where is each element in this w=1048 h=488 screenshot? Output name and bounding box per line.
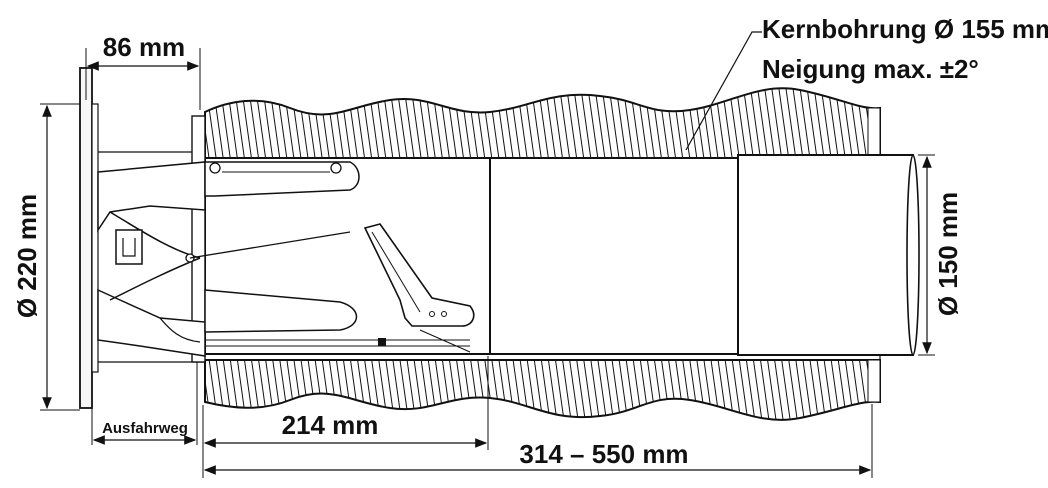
dim-insert-length (202, 356, 489, 478)
label-core-bore: Kernbohrung Ø 155 mm (762, 14, 1048, 44)
dim-tube-diameter (918, 154, 935, 356)
wall-section-bottom (204, 359, 881, 421)
leader-core-bore (685, 31, 762, 151)
fan-assembly (97, 161, 475, 357)
tube-body (204, 154, 920, 356)
wall-face-bottom-strip (867, 359, 881, 403)
label-top-offset: 86 mm (103, 32, 185, 62)
label-outer-diameter: Ø 220 mm (12, 194, 42, 318)
label-insert-length: 214 mm (282, 410, 379, 440)
wall-face-top-strip (867, 107, 881, 159)
dim-travel (91, 362, 198, 445)
dim-top-offset (85, 48, 201, 110)
label-tilt: Neigung max. ±2° (762, 54, 979, 84)
dim-outer-diameter (40, 103, 80, 411)
wall-section-top (204, 87, 881, 159)
label-travel: Ausfahrweg (102, 420, 188, 437)
label-wall-range: 314 – 550 mm (519, 439, 688, 469)
dim-wall-range (203, 404, 873, 478)
label-tube-diameter: Ø 150 mm (933, 192, 963, 316)
